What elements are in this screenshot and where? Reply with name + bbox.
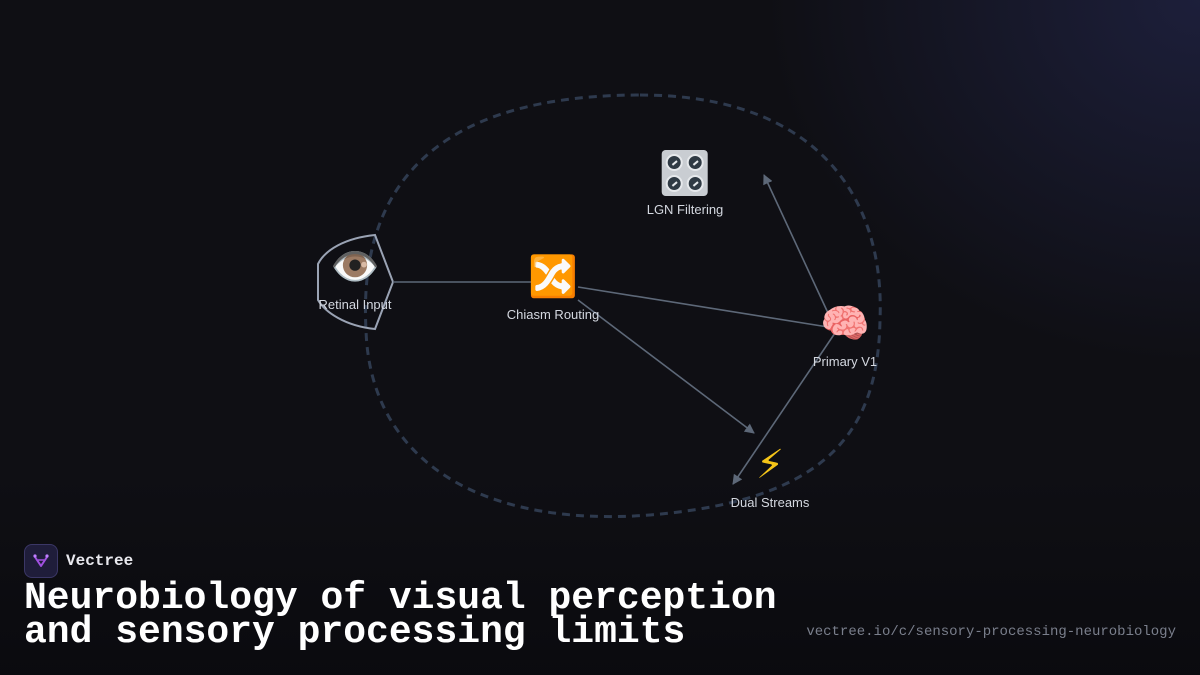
- page-title: Neurobiology of visual perception and se…: [24, 580, 784, 652]
- retinal-hexagon-outline: [317, 233, 395, 331]
- title-line-2: and sensory processing limits: [24, 611, 686, 654]
- lightning-icon: ⚡: [755, 442, 785, 488]
- edges-layer: [393, 174, 836, 485]
- boundary-outline: [363, 93, 882, 519]
- edge-chiasm-to-v1: [577, 286, 829, 328]
- eye-icon: 👁️: [330, 244, 380, 290]
- vectree-logo-icon: [24, 544, 58, 578]
- node-primary-v1[interactable]: 🧠 Primary V1: [813, 300, 877, 369]
- title-line-1: Neurobiology of visual perception: [24, 577, 777, 620]
- source-url[interactable]: vectree.io/c/sensory-processing-neurobio…: [806, 624, 1176, 640]
- brand-name: Vectree: [66, 552, 134, 570]
- node-lgn-filtering[interactable]: LGN Filtering: [646, 150, 724, 217]
- brand: Vectree: [24, 544, 133, 578]
- edge-v1-to-streams: [732, 332, 836, 485]
- node-label: LGN Filtering: [646, 202, 724, 217]
- node-chiasm-routing[interactable]: 🔀 Chiasm Routing: [507, 253, 600, 322]
- node-label: Primary V1: [812, 354, 878, 369]
- shuffle-icon: 🔀: [528, 254, 578, 300]
- edge-chiasm-to-streams: [577, 299, 755, 434]
- node-dual-streams[interactable]: ⚡ Dual Streams: [731, 441, 810, 510]
- node-label: Retinal Input: [318, 297, 392, 312]
- brain-icon: 🧠: [820, 301, 870, 347]
- node-label: Chiasm Routing: [506, 307, 600, 322]
- control-knobs-icon: [661, 150, 708, 196]
- node-label: Dual Streams: [730, 495, 810, 510]
- node-retinal-input[interactable]: 👁️ Retinal Input: [319, 243, 392, 312]
- edge-v1-to-lgn: [763, 174, 829, 314]
